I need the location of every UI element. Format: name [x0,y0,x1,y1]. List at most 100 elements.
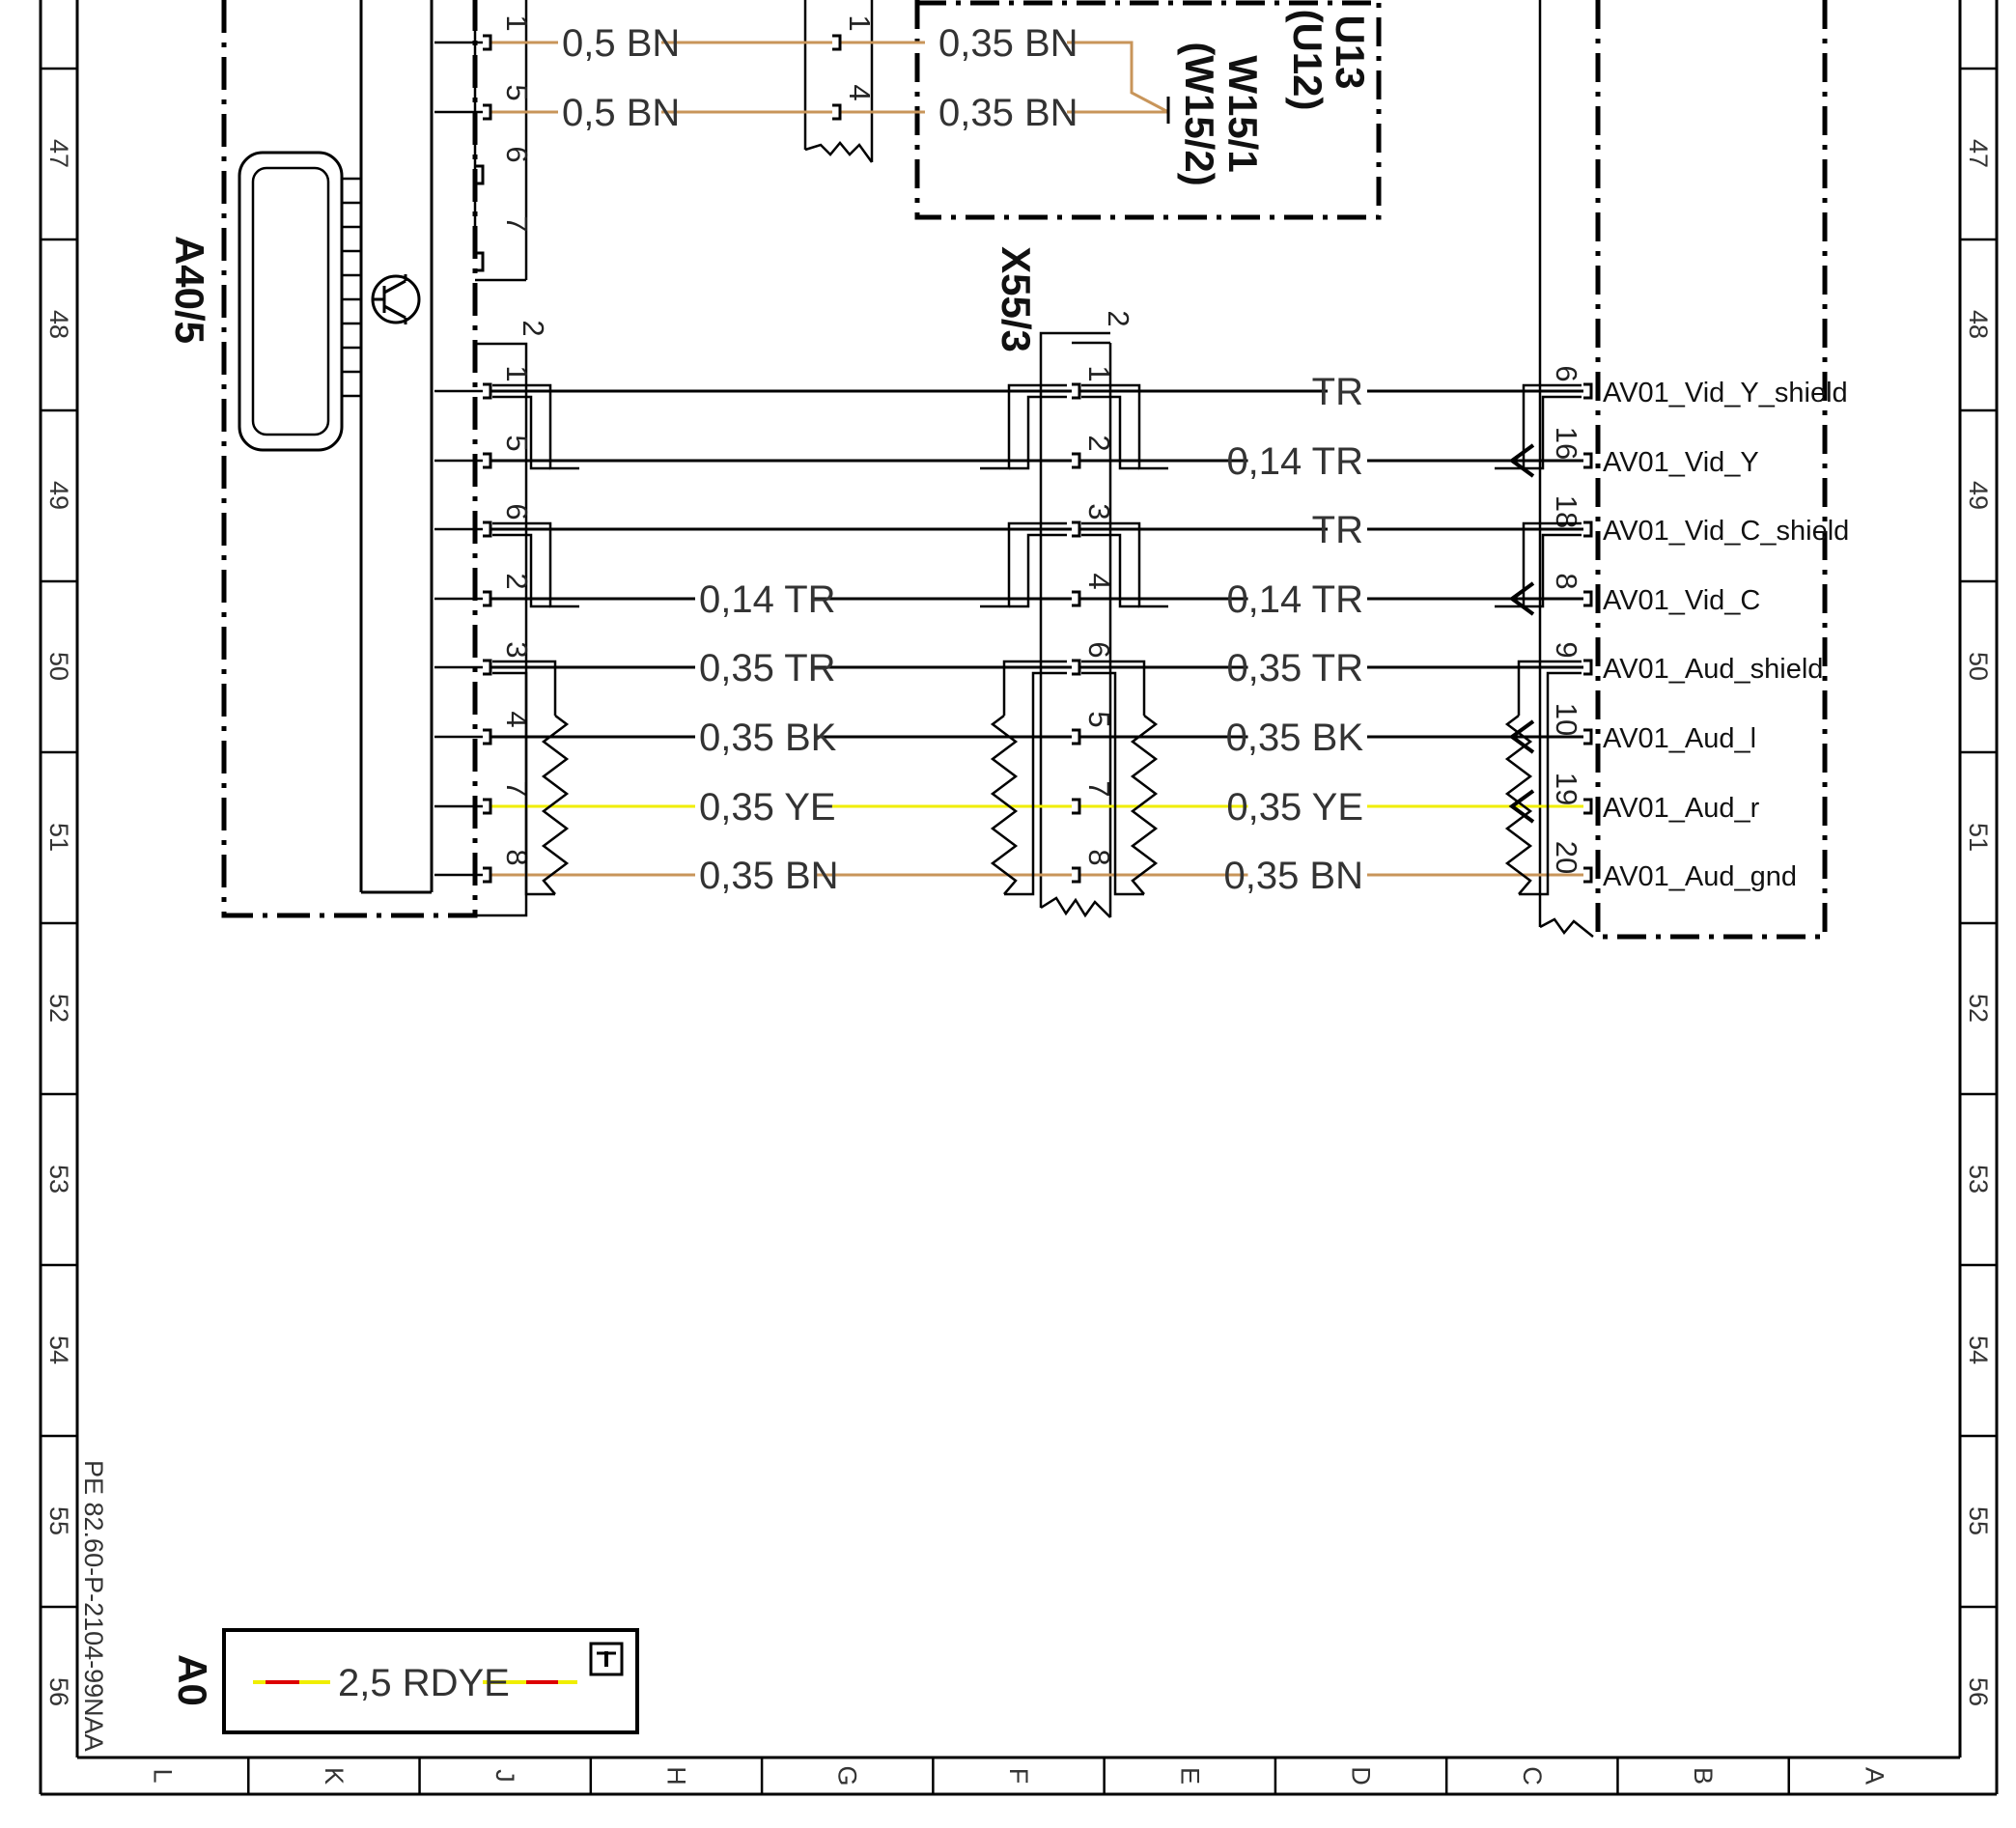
pin-number: 8 [1550,573,1583,589]
pin-number: 4 [1082,573,1116,589]
wire-label-bg [695,716,815,758]
legend-box: 2,5 RDYE [222,1628,639,1734]
signal-name: AV01_Aud_r [1603,793,1760,824]
pin-terminal [475,164,485,185]
wire-label-bg [1247,785,1367,828]
pin-number: 1 [500,365,534,381]
ruler-row-label: 51 [44,823,73,852]
pin-number: 4 [500,711,534,727]
signal-name: AV01_Vid_C [1603,585,1760,616]
pin-number: 3 [500,641,534,658]
ruler-row-label: 55 [44,1506,73,1535]
wire-label: 0,35 BK [1226,717,1364,759]
shield-symbol [1495,521,1582,608]
pin-terminal [1583,520,1593,538]
audio-shield-symbol [1504,715,1533,895]
signal-arrow-icon [1508,719,1535,754]
label-w15-2: (W15/2) [1177,42,1222,185]
pin-number: 8 [500,849,534,865]
pin-terminal [1072,520,1081,538]
audio-shield-symbol [1004,671,1067,896]
pin-number: 3 [1082,503,1116,520]
pin-terminal [1583,452,1593,469]
ruler-col-label: F [1004,1768,1033,1785]
ruler-col-label: H [661,1766,690,1786]
pin-number: 6 [500,146,534,162]
component-a40-5 [221,0,478,918]
ruler-row-label: 56 [1964,1677,1993,1706]
shield-symbol [1524,395,1582,470]
signal-name: AV01_Vid_Y_shield [1603,378,1848,408]
pin-terminal [483,382,492,400]
pin-number: 9 [1550,641,1583,658]
wire-label: 0,5 BN [562,92,680,134]
ruler-row-label: 54 [44,1336,73,1364]
ruler-row-label: 50 [1964,652,1993,681]
ruler-row-label: 48 [1964,310,1993,339]
connector-right [1538,0,1594,938]
pin-number: 5 [500,84,534,100]
pin-number: 1 [500,14,534,31]
label-u12: (U12) [1285,9,1330,110]
pin-number: 6 [1550,365,1583,381]
audio-shield-symbol [492,660,557,716]
wire-label: 0,5 BN [562,22,680,65]
signal-name: AV01_Vid_C_shield [1603,516,1849,547]
pin-terminal [1072,866,1081,884]
pin-terminal [483,798,492,815]
pin-terminal [483,866,492,884]
signal-name: AV01_Vid_Y [1603,447,1759,478]
pin-terminal [1583,382,1593,400]
wire-label: 0,35 TR [699,647,836,689]
ruler-row-label: 54 [1964,1336,1993,1364]
ruler-row-label: 49 [44,481,73,510]
pin-number: 7 [500,780,534,797]
wire-label: 0,35 BN [1223,855,1363,897]
wire-label: 0,14 TR [1226,578,1363,621]
ruler-row-label: 51 [1964,823,1993,852]
wire-label: 0,35 BN [699,855,839,897]
signal-arrow-icon [1508,789,1535,824]
signal-arrow-icon [1508,581,1535,616]
signal-name: AV01_Aud_l [1603,723,1756,754]
ruler-col-label: C [1518,1766,1547,1786]
wire-label-bg [695,577,815,620]
pin-terminal [1072,659,1081,676]
pin-number: 1 [1082,365,1116,381]
audio-shield-symbol [1519,671,1582,896]
wire-label: TR [1312,509,1363,551]
shield-symbol [492,533,550,608]
pin-number: 1 [843,14,877,31]
shield-symbol [492,521,579,608]
connector-a40-lower [475,342,528,917]
pin-terminal [1583,798,1593,815]
ruler-row-label: 48 [44,310,73,339]
wire-label-bg [935,91,1054,133]
shield-symbol [492,395,550,470]
pin-number: 16 [1550,427,1583,460]
audio-shield-symbol [1517,660,1582,716]
pin-number: 7 [1082,780,1116,797]
pin-number: 4 [843,84,877,100]
signal-name: AV01_Aud_shield [1603,654,1823,685]
ruler-col-label: E [1175,1767,1204,1785]
pin-number: 5 [500,435,534,451]
ruler-row-label: 52 [1964,994,1993,1023]
ruler-row-label: 55 [1964,1506,1993,1535]
pin-terminal [832,103,842,121]
pin-terminal [1583,866,1593,884]
pin-terminal [483,34,492,51]
wire-bn-junction [1067,41,1169,114]
wire-label-bg [695,646,815,689]
audio-shield-symbol [1081,671,1144,896]
shield-symbol [1009,395,1067,470]
pin-terminal [1072,452,1081,469]
audio-shield-symbol [990,715,1019,895]
shield-symbol [1081,521,1168,608]
signal-name: AV01_Aud_gnd [1603,861,1797,892]
pin-terminal [1583,728,1593,745]
shield-symbol [980,383,1067,470]
sheet-frame [39,0,1999,1796]
